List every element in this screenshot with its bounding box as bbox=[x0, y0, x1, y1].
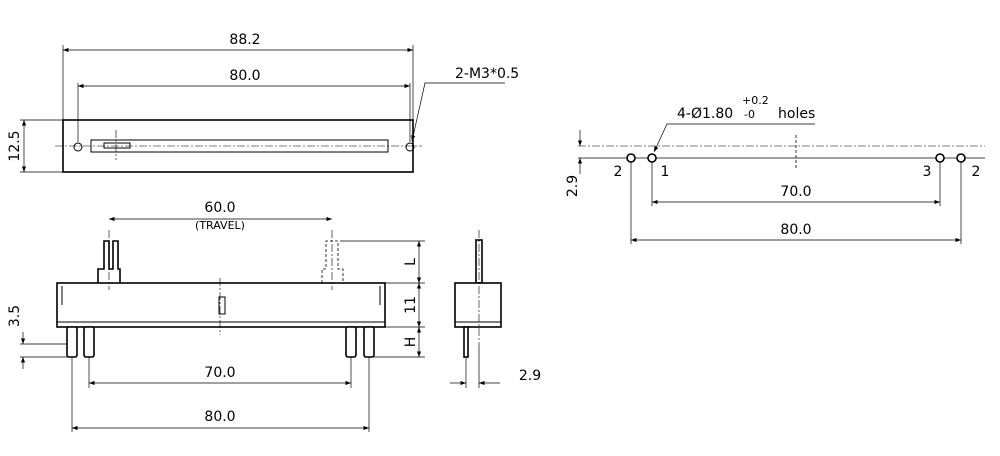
pin-label: 2 bbox=[614, 164, 623, 180]
dim-80-top: 80.0 bbox=[229, 68, 260, 84]
slider-slot bbox=[90, 139, 389, 153]
pcb-hole bbox=[956, 153, 966, 163]
side-view: 2.9 bbox=[450, 230, 541, 388]
dim-70-front: 70.0 bbox=[204, 365, 235, 381]
dim-travel: 60.0 bbox=[204, 200, 235, 216]
mount-hole bbox=[405, 142, 415, 152]
dim-88-2: 88.2 bbox=[229, 32, 260, 48]
dim-2-9-side: 2.9 bbox=[519, 368, 541, 384]
pin-label: 3 bbox=[923, 164, 932, 180]
dim-12-5: 12.5 bbox=[7, 130, 23, 161]
pin-label: 2 bbox=[972, 164, 981, 180]
tolerance-plus: +0.2 bbox=[742, 94, 769, 107]
hole-spec: 4-Ø1.80 bbox=[677, 106, 733, 122]
pcb-hole bbox=[647, 153, 657, 163]
pcb-hole bbox=[626, 153, 636, 163]
dim-80-pcb: 80.0 bbox=[780, 222, 811, 238]
front-body bbox=[56, 282, 386, 328]
pcb-hole bbox=[935, 153, 945, 163]
dim-3-5: 3.5 bbox=[7, 305, 23, 327]
pin-label: 1 bbox=[661, 164, 670, 180]
dim-70-pcb: 70.0 bbox=[780, 184, 811, 200]
dim-H: H bbox=[403, 337, 419, 348]
holes-label: holes bbox=[778, 106, 815, 122]
front-view: 60.0 (TRAVEL) L 11 H 3.5 70.0 80.0 bbox=[7, 200, 425, 432]
mount-hole bbox=[73, 142, 83, 152]
dim-80-front: 80.0 bbox=[204, 409, 235, 425]
pcb-hole-layout: 2 1 3 2 4-Ø1.80 +0.2 -0 holes 2.9 70.0 8… bbox=[565, 94, 985, 244]
pins bbox=[66, 326, 375, 358]
dim-L: L bbox=[403, 258, 419, 266]
travel-label: (TRAVEL) bbox=[195, 219, 245, 232]
mount-thread-label: 2-M3*0.5 bbox=[455, 66, 519, 82]
side-body bbox=[454, 282, 502, 328]
top-view: 88.2 80.0 2-M3*0.5 12.5 bbox=[7, 32, 519, 173]
tolerance-minus: -0 bbox=[744, 108, 755, 121]
dim-11: 11 bbox=[403, 296, 419, 314]
side-pin bbox=[463, 326, 469, 358]
dim-2-9-pcb: 2.9 bbox=[565, 175, 581, 197]
